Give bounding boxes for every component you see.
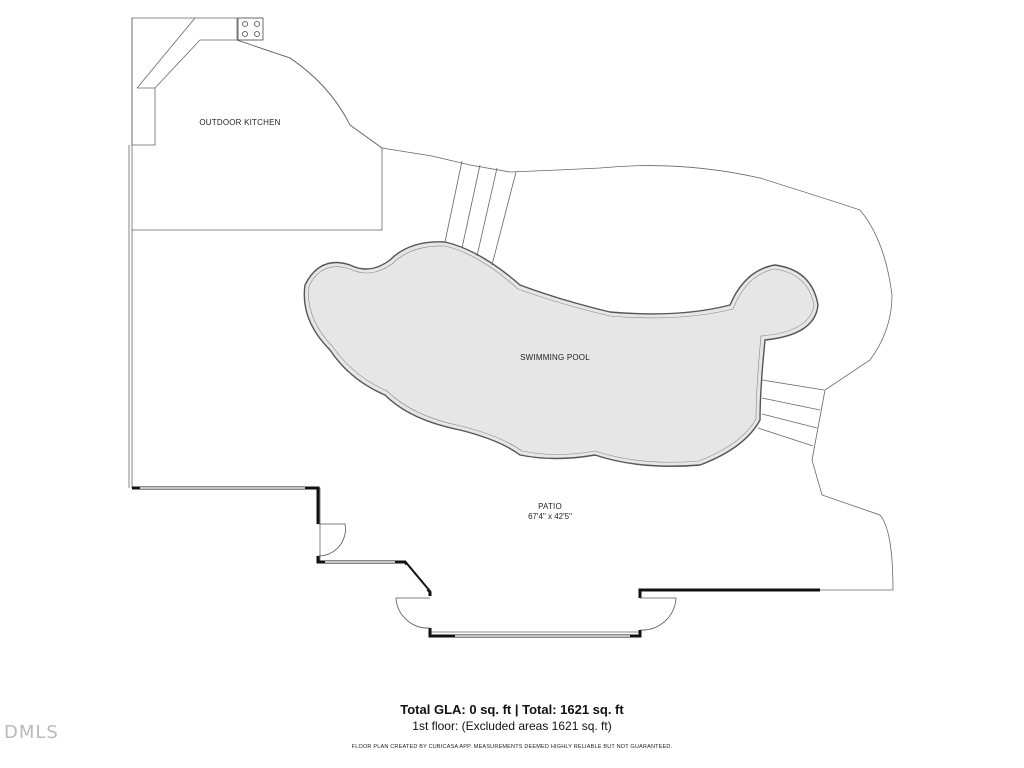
mls-watermark: DMLS	[4, 722, 59, 743]
pool-step	[461, 164, 481, 249]
disclaimer: FLOOR PLAN CREATED BY CUBICASA APP. MEAS…	[351, 744, 673, 750]
pool-step	[757, 427, 814, 447]
pool-step	[491, 171, 517, 266]
kitchen-wall	[131, 18, 383, 231]
pool-step	[761, 379, 825, 391]
patio-label: PATIO	[538, 502, 562, 511]
door-swing	[639, 597, 677, 631]
total-area: Total GLA: 0 sq. ft | Total: 1621 sq. ft	[400, 702, 624, 717]
cooktop-burner	[254, 31, 260, 37]
outdoor-kitchen-label: OUTDOOR KITCHEN	[199, 118, 281, 127]
patio-dimensions: 67'4" x 42'5"	[528, 512, 572, 521]
kitchen-diagonal	[136, 17, 196, 89]
window	[405, 564, 428, 591]
pool-step	[444, 160, 463, 243]
swimming-pool-inner	[308, 245, 815, 463]
door-swing	[317, 523, 346, 557]
cooktop-burner	[242, 21, 248, 27]
area-totals: Total GLA: 0 sq. ft | Total: 1621 sq. ft…	[0, 702, 1024, 733]
pool-step	[761, 397, 821, 411]
pool-step	[476, 167, 498, 257]
cooktop	[237, 17, 264, 41]
swimming-pool-outer	[303, 241, 819, 467]
cooktop-burner	[254, 21, 260, 27]
floor-area: 1st floor: (Excluded areas 1621 sq. ft)	[412, 719, 612, 733]
cooktop-burner	[242, 31, 248, 37]
swimming-pool-label: SWIMMING POOL	[520, 353, 590, 362]
pool-step	[761, 413, 818, 429]
door-swing	[395, 597, 431, 629]
